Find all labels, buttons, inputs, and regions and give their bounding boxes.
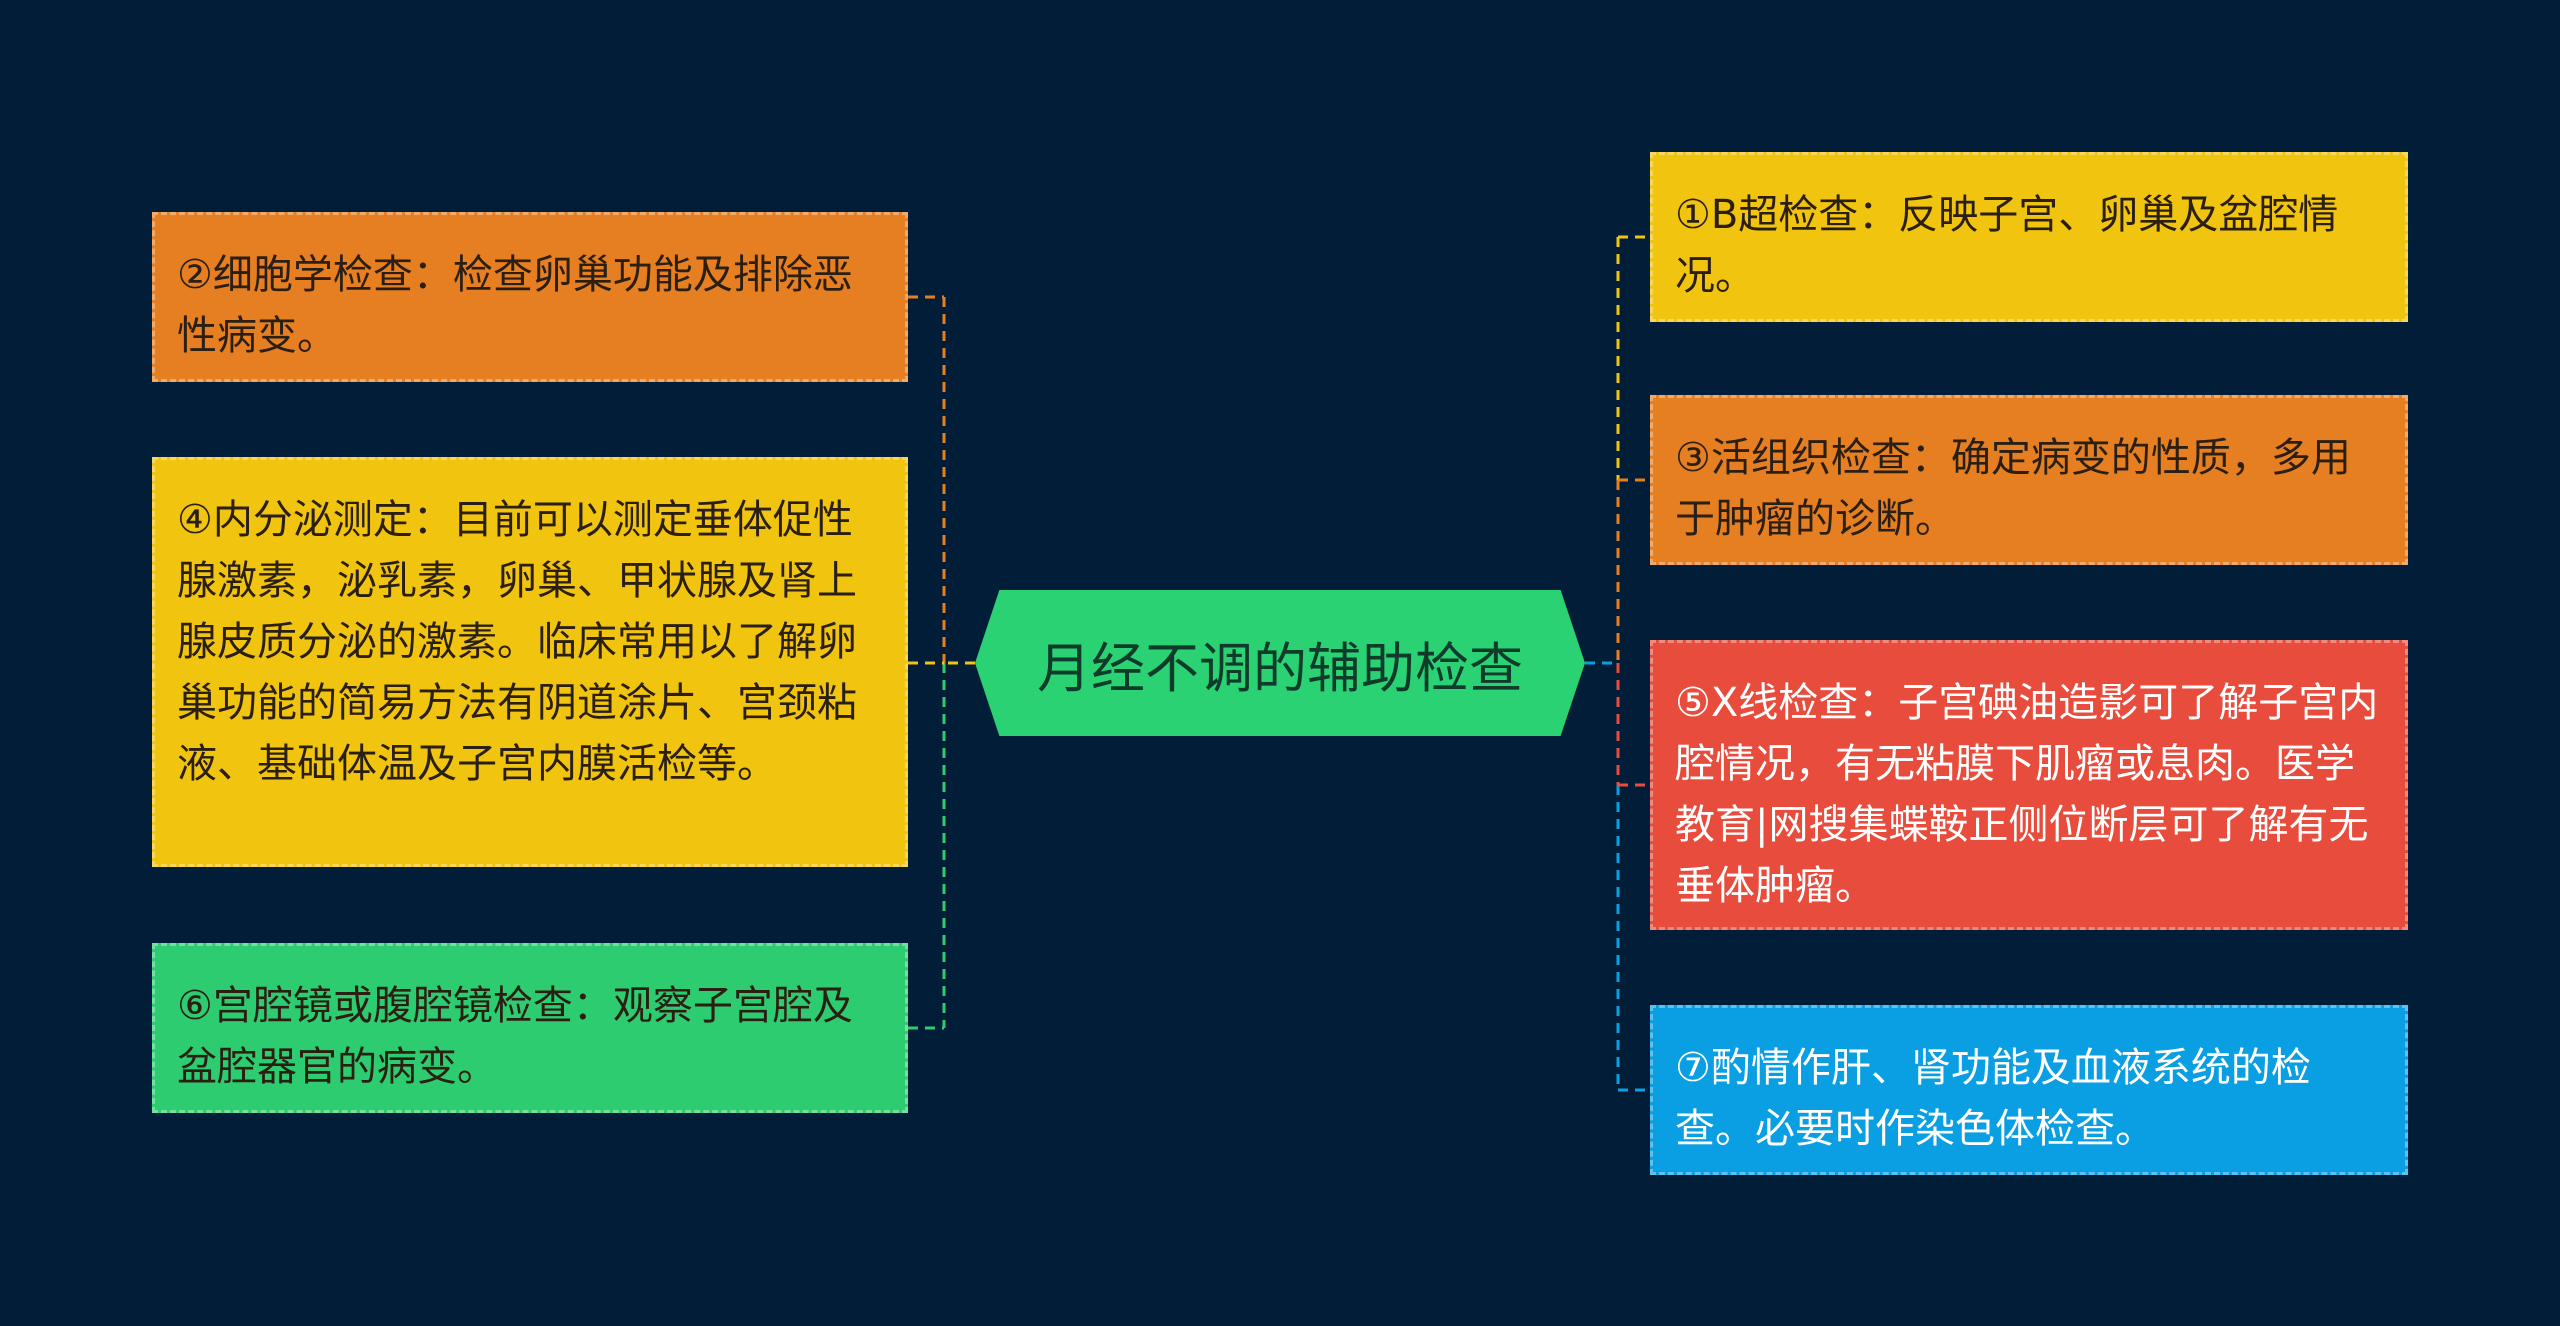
node-ultrasound-exam: ①B超检查：反映子宫、卵巢及盆腔情况。 xyxy=(1650,152,2408,322)
node-biopsy-exam: ③活组织检查：确定病变的性质，多用于肿瘤的诊断。 xyxy=(1650,395,2408,565)
node-ultrasound-exam-text: ①B超检查：反映子宫、卵巢及盆腔情况。 xyxy=(1675,192,2339,299)
node-xray-exam: ⑤X线检查：子宫碘油造影可了解子宫内腔情况，有无粘膜下肌瘤或息肉。医学教育|网搜… xyxy=(1650,640,2408,930)
central-topic-title: 月经不调的辅助检查 xyxy=(1037,636,1523,700)
node-liver-kidney-exam-text: ⑦酌情作肝、肾功能及血液系统的检查。必要时作染色体检查。 xyxy=(1675,1045,2311,1152)
node-endoscopy-exam-text: ⑥宫腔镜或腹腔镜检查：观察子宫腔及盆腔器官的病变。 xyxy=(177,983,853,1090)
node-endoscopy-exam: ⑥宫腔镜或腹腔镜检查：观察子宫腔及盆腔器官的病变。 xyxy=(152,943,908,1113)
node-xray-exam-text: ⑤X线检查：子宫碘油造影可了解子宫内腔情况，有无粘膜下肌瘤或息肉。医学教育|网搜… xyxy=(1675,680,2379,909)
central-topic-hexagon xyxy=(975,590,1585,736)
node-cytology-exam: ②细胞学检查：检查卵巢功能及排除恶性病变。 xyxy=(152,212,908,382)
central-topic-node: 月经不调的辅助检查 xyxy=(975,590,1585,736)
node-biopsy-exam-text: ③活组织检查：确定病变的性质，多用于肿瘤的诊断。 xyxy=(1675,435,2351,542)
node-endocrine-test-text: ④内分泌测定：目前可以测定垂体促性腺激素，泌乳素，卵巢、甲状腺及肾上腺皮质分泌的… xyxy=(177,497,857,787)
node-endocrine-test: ④内分泌测定：目前可以测定垂体促性腺激素，泌乳素，卵巢、甲状腺及肾上腺皮质分泌的… xyxy=(152,457,908,867)
node-cytology-exam-text: ②细胞学检查：检查卵巢功能及排除恶性病变。 xyxy=(177,252,853,359)
node-liver-kidney-exam: ⑦酌情作肝、肾功能及血液系统的检查。必要时作染色体检查。 xyxy=(1650,1005,2408,1175)
